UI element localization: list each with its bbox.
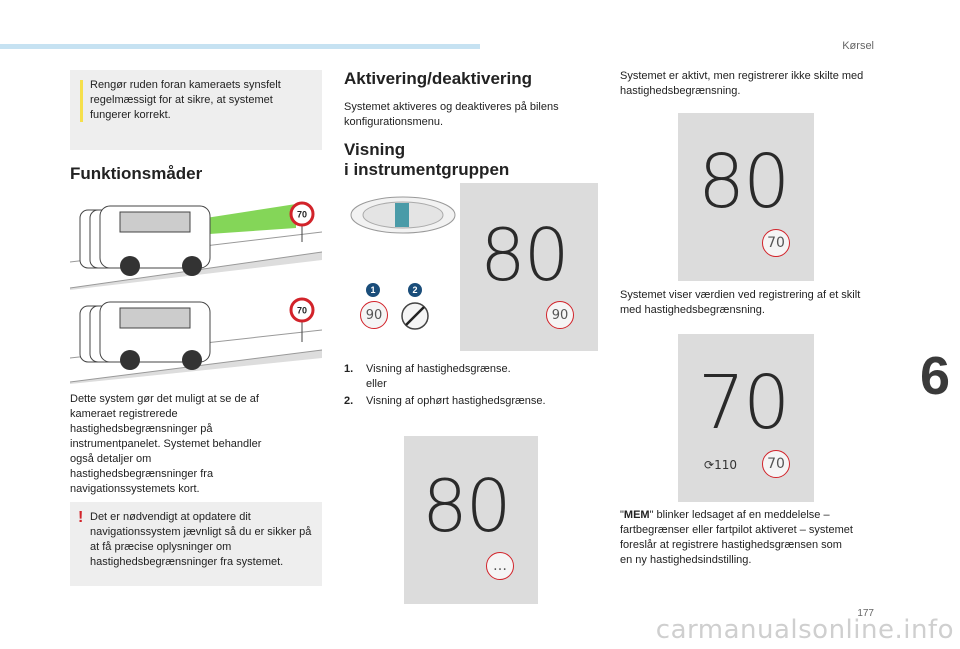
limit-circle-3: 70 [762, 229, 790, 257]
cruise-icon: ⟳ [704, 458, 715, 472]
info-note-text: Rengør ruden foran kameraets synsfelt re… [90, 79, 281, 121]
cluster-panel-bg [460, 183, 598, 351]
list-item-2: 2. Visning af ophørt hastighedsgrænse. [344, 394, 584, 409]
list-text-1: Visning af hastighedsgrænse. [366, 363, 511, 375]
speed-sign-b: 70 [297, 306, 307, 316]
speed-readout-3: 80 [698, 139, 790, 225]
col3-para2: Systemet viser værdien ved registrering … [620, 289, 861, 316]
mem-quote-open: " [620, 509, 624, 521]
limit-circle-left: 90 [360, 301, 388, 329]
warning-note-text: Det er nødvendigt at opdatere dit naviga… [90, 511, 312, 568]
heading-visning-line1: Visning [344, 140, 406, 159]
car-camera-illustration-a: 70 [70, 192, 322, 290]
heading-funktionsmader: Funktionsmåder [70, 164, 203, 183]
cluster-gauge-icon [350, 196, 456, 234]
funktion-body-text: Dette system gør det muligt at se de af … [70, 393, 262, 495]
car-camera-illustration-b: 70 [70, 292, 322, 384]
mem-text: " blinker ledsaget af en meddelelse – fa… [620, 509, 853, 566]
page-number: 177 [857, 608, 874, 619]
list-text-2: Visning af ophørt hastighedsgrænse. [366, 395, 546, 407]
speed-readout: 80 [480, 213, 570, 297]
top-accent-bar [0, 44, 480, 49]
badge-2: 2 [408, 283, 422, 297]
aktivering-text: Systemet aktiveres og deaktiveres på bil… [344, 101, 559, 128]
list-text-1b: eller [366, 378, 387, 390]
col3-para1: Systemet er aktivt, men registrerer ikke… [620, 70, 864, 97]
badge-1: 1 [366, 283, 380, 297]
limit-ended-icon [401, 302, 429, 330]
info-note: Rengør ruden foran kameraets synsfelt re… [70, 70, 322, 150]
limit-circle-unknown: … [486, 552, 514, 580]
limit-circle-4: 70 [762, 450, 790, 478]
chapter-number: 6 [919, 346, 950, 406]
heading-visning: Visning i instrumentgruppen [344, 140, 509, 180]
cluster-display-panel-1: 80 90 1 2 90 [344, 183, 598, 351]
list-number-2: 2. [344, 395, 354, 407]
mem-label: MEM [623, 509, 650, 521]
list-number-1: 1. [344, 363, 354, 375]
warning-note: ! Det er nødvendigt at opdatere dit navi… [70, 502, 322, 586]
cluster-display-panel-4: 70 ⟳110 70 [678, 334, 814, 502]
warning-exclamation-icon: ! [78, 509, 84, 526]
list-item-1: 1. Visning af hastighedsgrænse. eller [344, 362, 584, 392]
watermark: carmanualsonline.info [655, 615, 954, 645]
cruise-value: 110 [714, 458, 737, 472]
cluster-display-panel-3: 80 70 [678, 113, 814, 281]
heading-visning-line2: i instrumentgruppen [344, 160, 510, 179]
section-title: Kørsel [842, 40, 874, 52]
speed-readout-2: 80 [422, 464, 512, 548]
speed-sign-a: 70 [297, 210, 307, 220]
heading-aktivering: Aktivering/deaktivering [344, 69, 533, 88]
cluster-display-panel-2: 80 … [404, 436, 538, 604]
cruise-readout: ⟳110 [704, 458, 737, 472]
col3-para3: "MEM" blinker ledsaget af en meddelelse … [620, 508, 854, 568]
limit-circle-right: 90 [546, 301, 574, 329]
info-bar-icon [80, 80, 83, 122]
speed-readout-4: 70 [698, 360, 790, 446]
